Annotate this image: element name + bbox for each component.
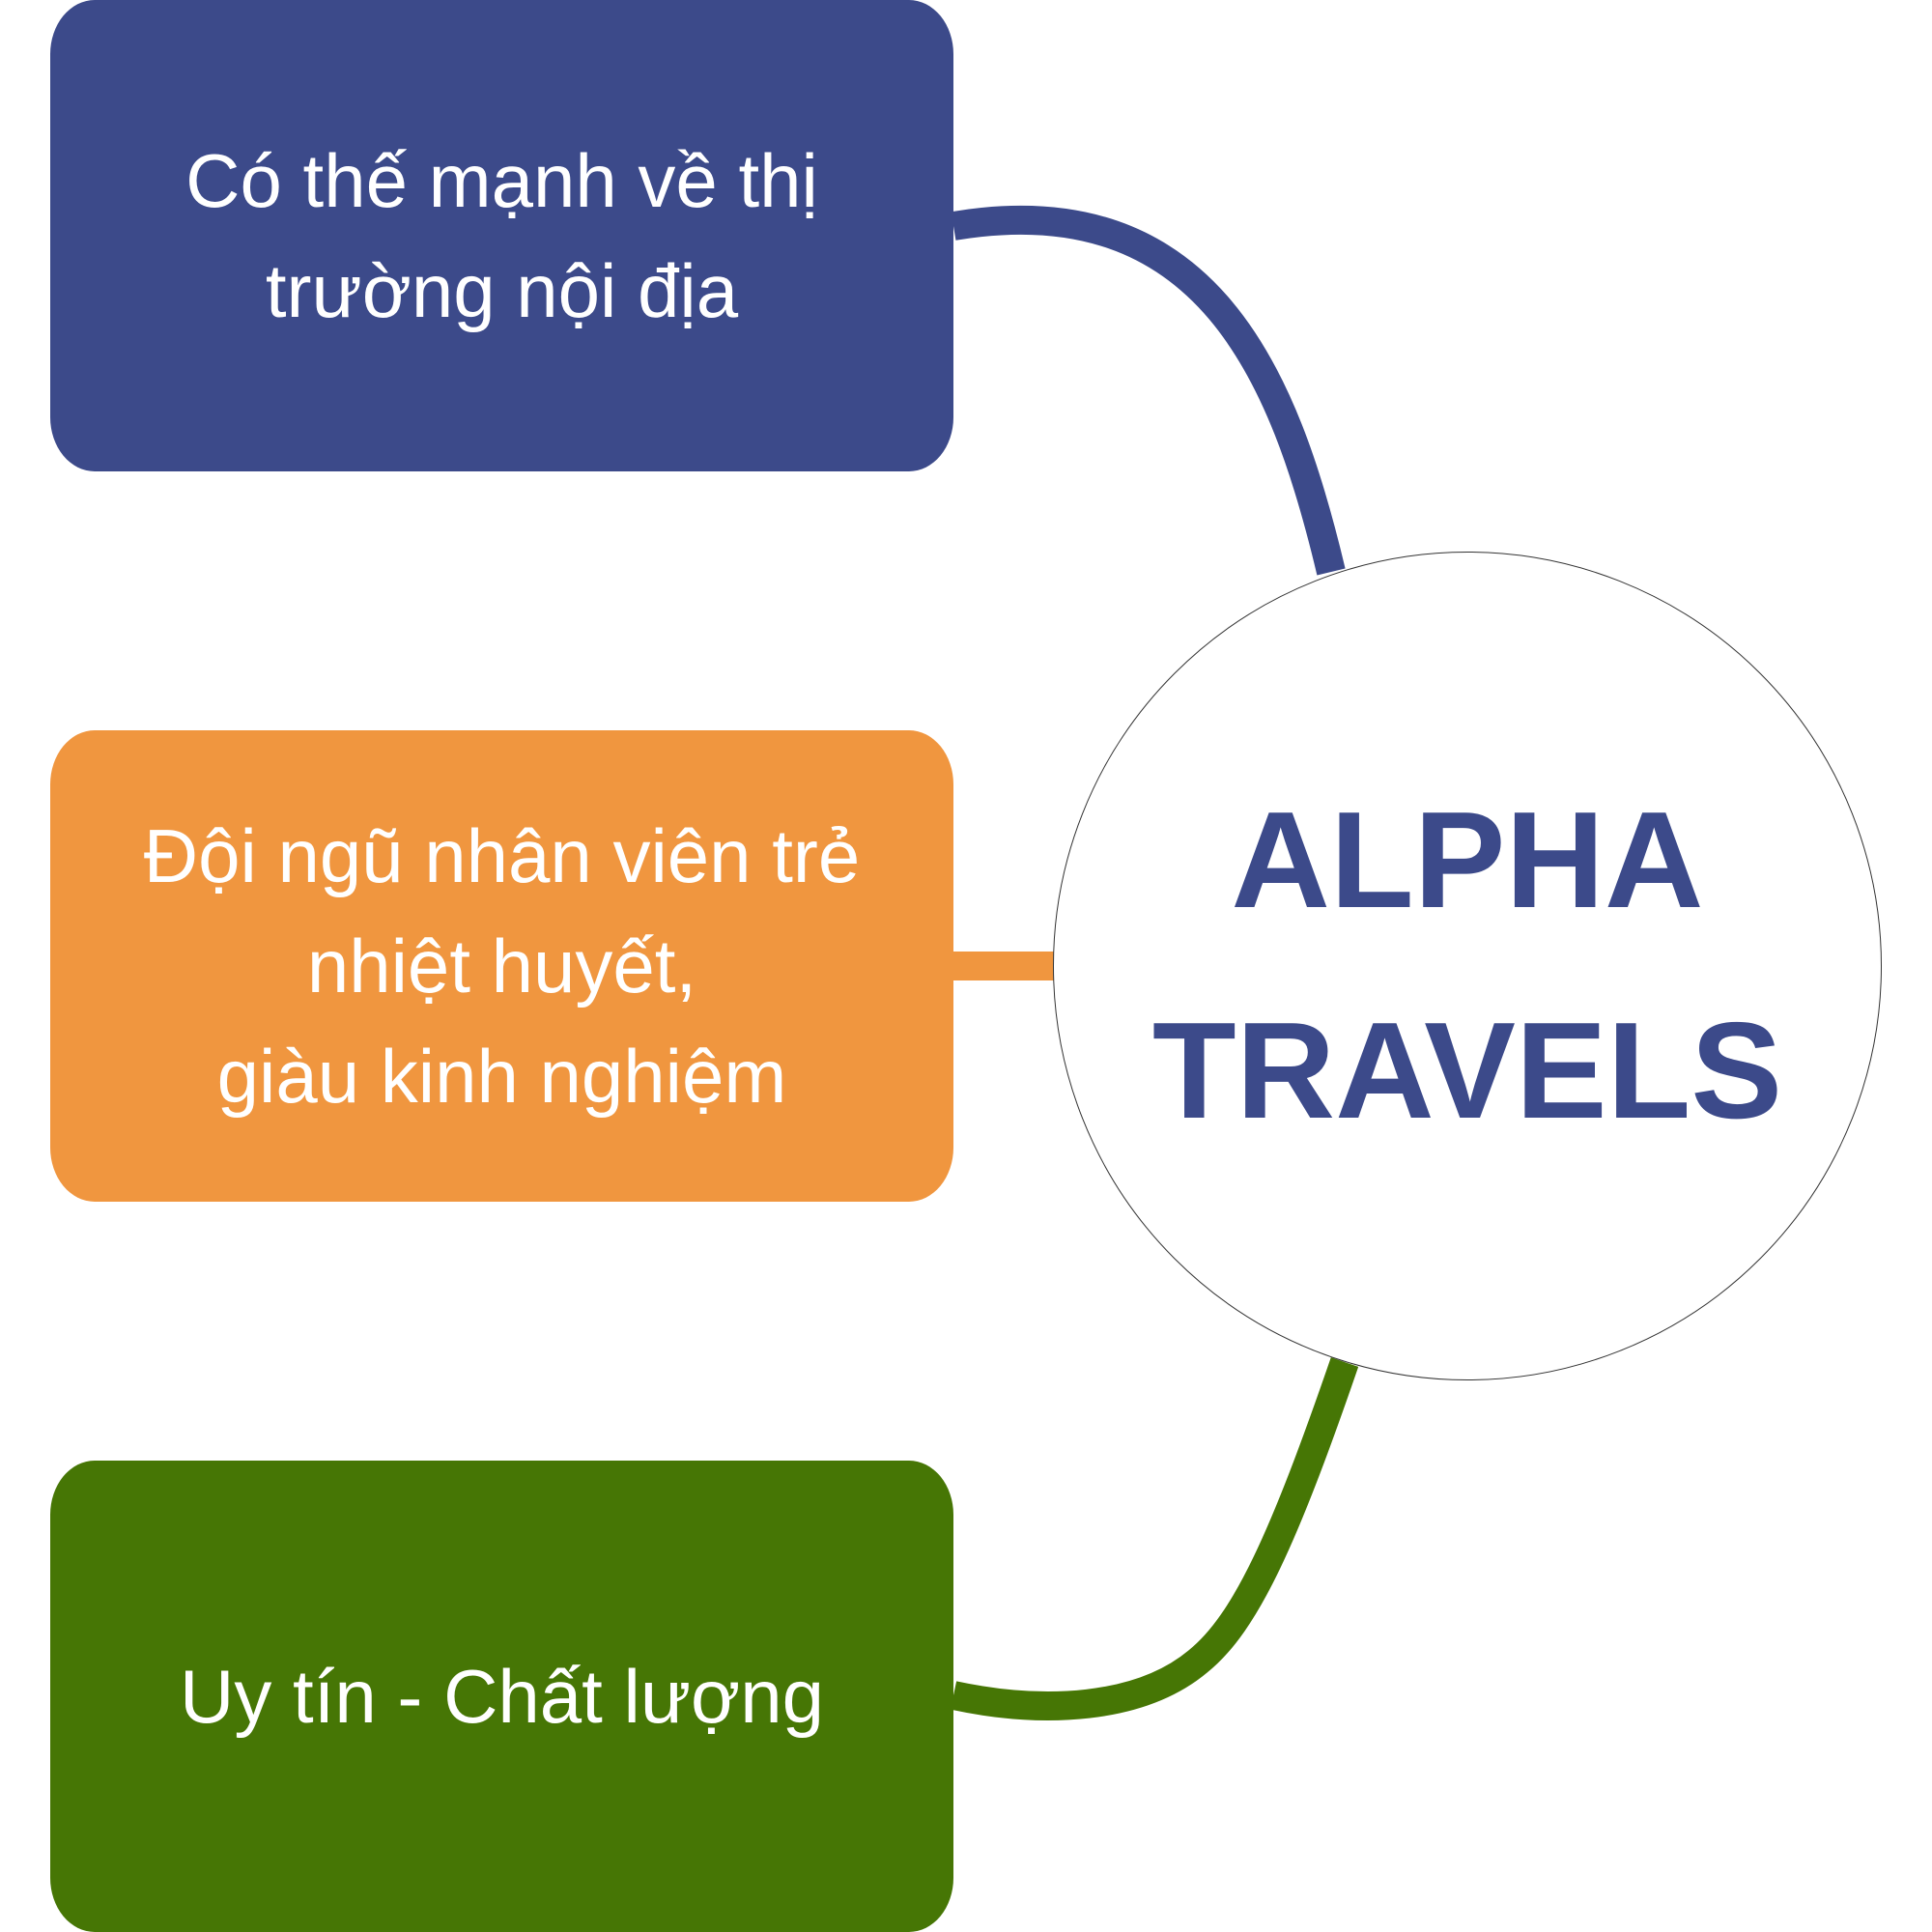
box-text: Đội ngũ nhân viên trẻ nhiệt huyết, giàu …	[143, 813, 861, 1119]
strength-box-staff: Đội ngũ nhân viên trẻ nhiệt huyết, giàu …	[50, 730, 953, 1202]
connector-green	[950, 1357, 1359, 1720]
box-text: Uy tín - Chất lượng	[180, 1654, 824, 1739]
strength-box-domestic-market: Có thế mạnh về thị trường nội địa	[50, 0, 953, 471]
strength-box-reputation: Uy tín - Chất lượng	[50, 1461, 953, 1932]
connector-blue	[951, 206, 1346, 576]
box-text: Có thế mạnh về thị trường nội địa	[185, 138, 818, 333]
center-title: ALPHA TRAVELS	[1151, 783, 1783, 1148]
center-circle: ALPHA TRAVELS	[1053, 552, 1882, 1380]
